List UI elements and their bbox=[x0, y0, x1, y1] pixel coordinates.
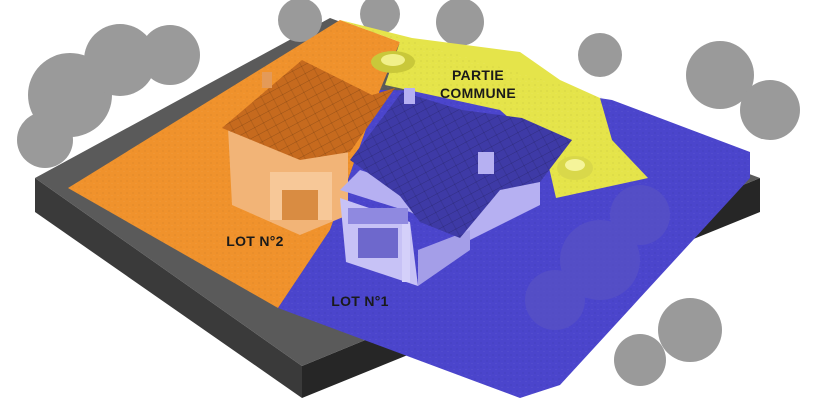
tree-icon bbox=[658, 298, 722, 362]
partie-commune-label-line2: COMMUNE bbox=[440, 85, 516, 101]
chimney-icon bbox=[478, 152, 494, 174]
tree-icon bbox=[140, 25, 200, 85]
car-top-icon bbox=[371, 51, 415, 73]
house-lot1-pillar bbox=[402, 224, 410, 282]
house-lot1-balcony bbox=[348, 208, 408, 224]
tree-icon bbox=[578, 33, 622, 77]
house-lot2-door bbox=[282, 190, 318, 220]
chimney-icon bbox=[404, 88, 415, 104]
lot2-label: LOT N°2 bbox=[226, 233, 283, 249]
tree-icon bbox=[17, 112, 73, 168]
tree-icon bbox=[614, 334, 666, 386]
lot1-label: LOT N°1 bbox=[331, 293, 388, 309]
tree-icon bbox=[436, 0, 484, 46]
partie-commune-label-line1: PARTIE bbox=[452, 67, 504, 83]
tree-icon bbox=[525, 270, 585, 330]
tree-icon bbox=[610, 185, 670, 245]
car-right-icon bbox=[557, 156, 593, 180]
tree-icon bbox=[740, 80, 800, 140]
house-lot1-opening bbox=[358, 228, 398, 258]
chimney-icon bbox=[262, 72, 272, 88]
